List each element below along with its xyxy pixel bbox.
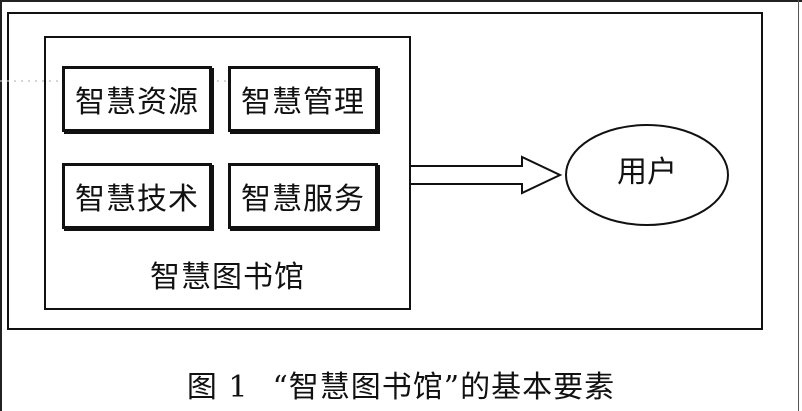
page-left-edge: [0, 0, 2, 411]
page-right-edge: [798, 0, 799, 411]
figure-frame: [7, 12, 763, 330]
figure-number: 图 1: [186, 370, 249, 405]
double-arrow: [411, 155, 563, 195]
element-box-management: 智慧管理: [228, 66, 378, 132]
page-top-edge: [0, 0, 802, 2]
element-box-technology: 智慧技术: [62, 163, 212, 229]
user-label: 用户: [617, 155, 677, 190]
element-box-resources: 智慧资源: [62, 66, 212, 132]
element-label-technology: 智慧技术: [75, 182, 199, 217]
user-ellipse: [565, 124, 729, 226]
caption-text: “智慧图书馆”的基本要素: [272, 370, 616, 405]
figure-caption: 图 1 “智慧图书馆”的基本要素: [0, 362, 802, 406]
library-container: [44, 36, 411, 310]
element-label-resources: 智慧资源: [75, 85, 199, 120]
element-label-services: 智慧服务: [241, 182, 365, 217]
library-label: 智慧图书馆: [150, 260, 305, 295]
element-box-services: 智慧服务: [228, 163, 378, 229]
element-label-management: 智慧管理: [241, 85, 365, 120]
